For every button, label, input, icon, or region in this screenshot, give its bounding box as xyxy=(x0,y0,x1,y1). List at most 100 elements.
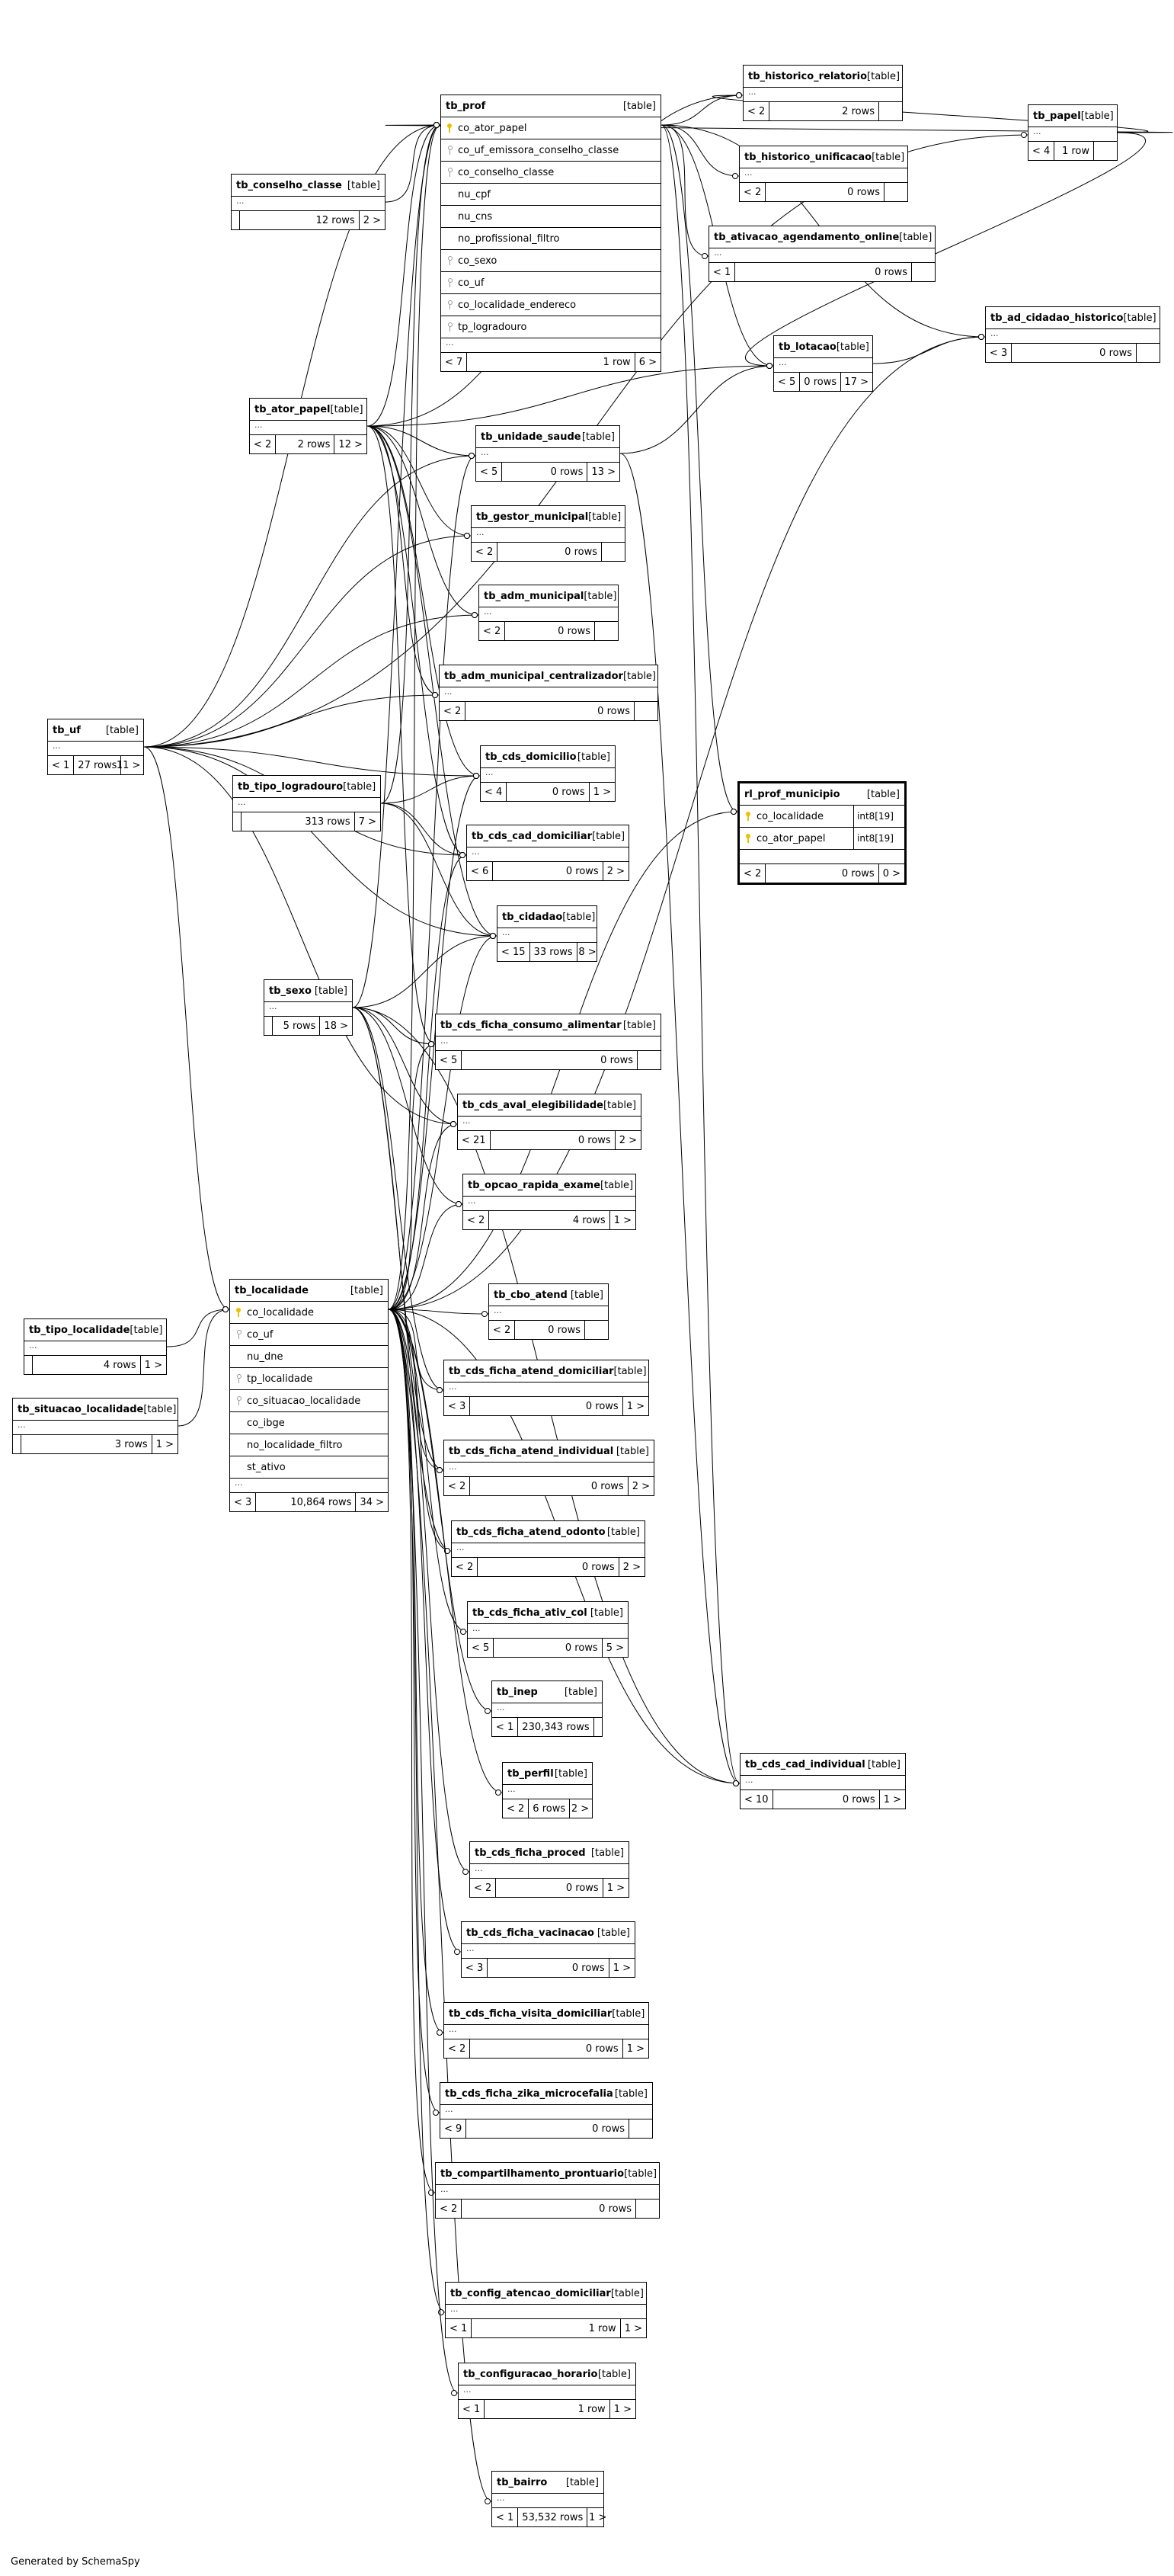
table-tb-ativacao-agendamento-online[interactable]: tb_ativacao_agendamento_online[table]...… xyxy=(709,226,936,282)
children-count[interactable] xyxy=(884,183,907,201)
table-name[interactable]: tb_cbo_atend xyxy=(494,1289,568,1301)
parents-count[interactable]: < 3 xyxy=(444,1397,471,1415)
children-count[interactable]: 1 > xyxy=(606,1882,625,1894)
parents-count[interactable]: < 2 xyxy=(740,183,766,201)
parents-count[interactable]: < 3 xyxy=(462,1959,488,1977)
table-tb-cds-ficha-atend-domiciliar[interactable]: tb_cds_ficha_atend_domiciliar[table]...<… xyxy=(443,1360,649,1416)
children-count[interactable]: 1 > xyxy=(613,1214,632,1226)
table-name[interactable]: tb_bairro xyxy=(497,2476,548,2488)
column-row[interactable]: co_ibge xyxy=(230,1412,388,1434)
table-name[interactable]: tb_configuracao_horario xyxy=(463,2368,598,2380)
children-count[interactable]: 11 > xyxy=(116,759,141,771)
parents-count[interactable]: < 3 xyxy=(230,1493,257,1511)
children-count[interactable]: 1 > xyxy=(883,1793,901,1805)
column-row[interactable]: co_uf_emissora_conselho_classe xyxy=(441,139,661,162)
parents-count[interactable]: < 1 xyxy=(492,2508,519,2526)
children-count[interactable]: 2 > xyxy=(363,214,381,226)
table-name[interactable]: rl_prof_municipio xyxy=(744,788,840,800)
table-name[interactable]: tb_config_atencao_domiciliar xyxy=(450,2287,611,2299)
children-count[interactable] xyxy=(602,543,625,561)
children-count[interactable] xyxy=(879,102,902,120)
table-name[interactable]: tb_papel xyxy=(1033,110,1081,122)
table-name[interactable]: tb_cds_ficha_atend_odonto xyxy=(456,1526,606,1538)
children-count[interactable]: 1 > xyxy=(144,1359,162,1371)
children-count[interactable] xyxy=(638,1051,661,1069)
table-name[interactable]: tb_lotacao xyxy=(779,341,837,353)
parents-count[interactable] xyxy=(264,1017,273,1035)
table-name[interactable]: tb_adm_municipal xyxy=(484,590,584,602)
table-name[interactable]: tb_cds_ficha_zika_microcefalia xyxy=(445,2087,613,2100)
parents-count[interactable]: < 2 xyxy=(250,435,277,453)
parents-count[interactable] xyxy=(232,211,240,229)
children-count[interactable] xyxy=(1094,142,1117,160)
column-row[interactable]: nu_dne xyxy=(230,1346,388,1368)
children-count[interactable]: 17 > xyxy=(844,376,869,388)
column-row[interactable]: nu_cns xyxy=(441,206,661,228)
table-tb-adm-municipal-centralizador[interactable]: tb_adm_municipal_centralizador[table]...… xyxy=(439,665,658,721)
table-name[interactable]: tb_cds_domicilio xyxy=(485,751,577,763)
table-tb-cds-ficha-visita-domiciliar[interactable]: tb_cds_ficha_visita_domiciliar[table]...… xyxy=(443,2002,649,2059)
table-name[interactable]: tb_cds_ficha_atend_individual xyxy=(449,1445,614,1457)
table-name[interactable]: tb_unidade_saude xyxy=(481,431,581,443)
column-row[interactable]: nu_cpf xyxy=(441,184,661,206)
parents-count[interactable]: < 5 xyxy=(468,1639,494,1657)
table-name[interactable]: tb_uf xyxy=(53,724,81,736)
children-count[interactable]: 12 > xyxy=(338,438,363,450)
parents-count[interactable]: < 2 xyxy=(740,864,766,883)
table-name[interactable]: tb_adm_municipal_centralizador xyxy=(444,670,623,682)
parents-count[interactable]: < 2 xyxy=(489,1321,516,1339)
table-name[interactable]: tb_cds_ficha_vacinacao xyxy=(466,1927,594,1939)
children-count[interactable]: 1 > xyxy=(155,1438,174,1450)
table-tb-compartilhamento-prontuario[interactable]: tb_compartilhamento_prontuario[table]...… xyxy=(435,2162,660,2219)
children-count[interactable]: 6 > xyxy=(638,356,657,368)
parents-count[interactable]: < 2 xyxy=(440,702,466,720)
table-name[interactable]: tb_tipo_localidade xyxy=(29,1324,130,1336)
children-count[interactable]: 1 > xyxy=(613,2403,632,2415)
parents-count[interactable]: < 1 xyxy=(709,263,736,281)
children-count[interactable]: 1 > xyxy=(593,786,611,798)
children-count[interactable]: 18 > xyxy=(324,1020,348,1032)
children-count[interactable]: 1 > xyxy=(613,1962,631,1974)
children-count[interactable]: 1 > xyxy=(624,2322,642,2334)
parents-count[interactable]: < 2 xyxy=(744,102,770,120)
children-count[interactable]: 13 > xyxy=(591,466,616,478)
parents-count[interactable]: < 2 xyxy=(472,543,498,561)
table-name[interactable]: tb_localidade xyxy=(235,1284,309,1296)
children-count[interactable] xyxy=(635,702,657,720)
parents-count[interactable]: < 9 xyxy=(440,2119,467,2138)
children-count[interactable]: 2 > xyxy=(606,865,625,877)
parents-count[interactable]: < 21 xyxy=(458,1131,491,1149)
table-name[interactable]: tb_opcao_rapida_exame xyxy=(468,1179,601,1191)
parents-count[interactable]: < 2 xyxy=(503,1799,529,1818)
table-name[interactable]: tb_cds_ficha_consumo_alimentar xyxy=(440,1019,622,1031)
column-row[interactable]: co_ator_papel xyxy=(441,117,661,139)
children-count[interactable] xyxy=(594,1718,617,1736)
children-count[interactable]: 5 > xyxy=(606,1642,624,1654)
table-tb-cds-ficha-zika-microcefalia[interactable]: tb_cds_ficha_zika_microcefalia[table]...… xyxy=(440,2082,653,2139)
table-name[interactable]: tb_cds_cad_domiciliar xyxy=(472,830,593,842)
parents-count[interactable]: < 1 xyxy=(48,756,75,774)
table-name[interactable]: tb_inep xyxy=(497,1686,538,1698)
table-name[interactable]: tb_gestor_municipal xyxy=(476,511,589,523)
parents-count[interactable]: < 5 xyxy=(476,463,503,481)
